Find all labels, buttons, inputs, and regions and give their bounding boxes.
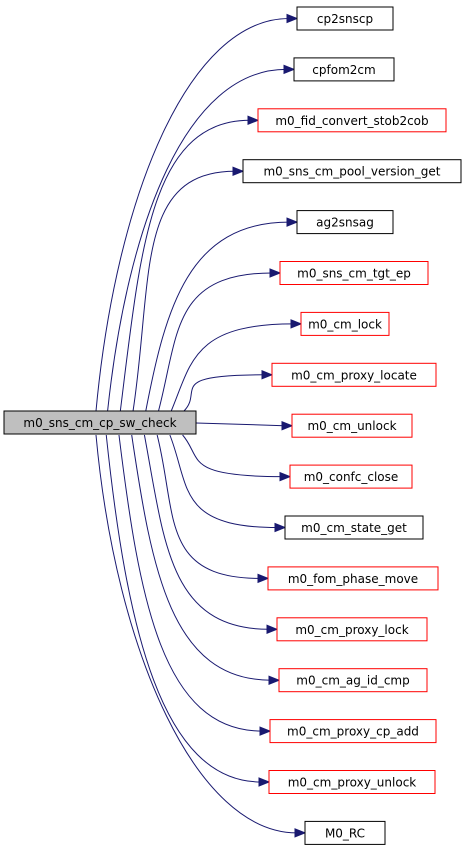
- source-function-label: m0_sns_cm_cp_sw_check: [23, 416, 176, 430]
- callee-node[interactable]: m0_cm_ag_id_cmp: [278, 668, 428, 693]
- call-edge: [145, 221, 290, 412]
- call-edge: [118, 434, 263, 732]
- callee-node[interactable]: cpfom2cm: [293, 57, 395, 82]
- callee-box: [291, 413, 413, 438]
- callee-node[interactable]: m0_cm_lock: [300, 311, 390, 336]
- arrowhead: [269, 268, 282, 278]
- callee-box: [276, 617, 428, 642]
- callee-label: m0_cm_state_get: [301, 521, 407, 535]
- callee-box: [293, 57, 395, 82]
- callee-label: m0_fid_convert_stob2cob: [275, 114, 428, 128]
- arrowhead: [266, 624, 279, 635]
- callee-label: m0_cm_proxy_unlock: [288, 776, 417, 790]
- arrowhead: [294, 828, 307, 838]
- callee-node[interactable]: m0_sns_cm_tgt_ep: [279, 261, 429, 285]
- callee-label: m0_cm_unlock: [307, 419, 396, 433]
- callee-box: [269, 719, 437, 744]
- callee-node[interactable]: m0_sns_cm_pool_version_get: [242, 159, 462, 184]
- callee-node[interactable]: m0_cm_proxy_locate: [271, 362, 437, 387]
- callee-label: cp2snscp: [317, 12, 373, 26]
- call-edges: [95, 13, 307, 838]
- callee-label: ag2snsag: [316, 216, 374, 230]
- call-edge: [183, 374, 265, 412]
- callee-box: [242, 159, 462, 184]
- callee-node[interactable]: m0_cm_proxy_unlock: [268, 770, 436, 794]
- call-edge: [131, 434, 272, 681]
- arrowhead: [268, 675, 281, 685]
- arrowhead: [283, 64, 296, 75]
- call-edge: [156, 434, 261, 579]
- arrowhead: [281, 420, 294, 431]
- call-edge: [195, 422, 285, 427]
- call-edge: [169, 434, 278, 528]
- callee-label: m0_confc_close: [304, 470, 399, 484]
- callee-label: m0_cm_proxy_lock: [295, 623, 408, 637]
- call-edge: [119, 119, 251, 412]
- arrowhead: [232, 166, 245, 176]
- callee-label: m0_sns_cm_tgt_ep: [297, 267, 411, 281]
- call-edge: [95, 434, 298, 834]
- arrowhead: [261, 370, 274, 380]
- callee-node[interactable]: M0_RC: [304, 820, 386, 845]
- arrowhead: [247, 115, 260, 126]
- callee-node[interactable]: m0_fid_convert_stob2cob: [257, 108, 447, 133]
- callee-label: m0_cm_ag_id_cmp: [296, 674, 409, 688]
- callee-label: m0_sns_cm_pool_version_get: [263, 165, 440, 179]
- arrowhead: [258, 777, 271, 787]
- callee-box: [296, 210, 394, 235]
- arrowhead: [286, 217, 299, 227]
- callee-box: [279, 261, 429, 285]
- source-function-box: [3, 410, 197, 435]
- callee-label: m0_fom_phase_move: [288, 572, 418, 586]
- callee-label: cpfom2cm: [312, 63, 375, 77]
- callee-box: [304, 820, 386, 845]
- callee-node[interactable]: m0_confc_close: [289, 464, 413, 489]
- callee-node[interactable]: m0_fom_phase_move: [267, 566, 439, 591]
- callee-box: [271, 362, 437, 387]
- arrowhead: [279, 471, 292, 482]
- call-edge: [107, 68, 287, 412]
- call-edge: [170, 323, 294, 412]
- arrowhead: [257, 573, 270, 584]
- callee-node[interactable]: cp2snscp: [296, 6, 394, 31]
- source-function-node[interactable]: m0_sns_cm_cp_sw_check: [3, 410, 197, 435]
- call-edge: [95, 18, 290, 412]
- arrowhead: [259, 726, 272, 736]
- callee-nodes: cp2snscp cpfom2cm m0_fid_convert_stob2cobm…: [242, 6, 462, 845]
- callee-box: [267, 566, 439, 591]
- call-edge: [132, 170, 236, 412]
- callee-box: [268, 770, 436, 794]
- arrowhead: [274, 522, 287, 533]
- call-edge: [143, 434, 270, 630]
- arrowhead: [286, 13, 299, 24]
- callee-box: [257, 108, 447, 133]
- callee-label: m0_cm_proxy_locate: [291, 368, 417, 382]
- callee-node[interactable]: m0_cm_proxy_lock: [276, 617, 428, 642]
- call-edge: [105, 434, 262, 783]
- callee-node[interactable]: m0_cm_state_get: [284, 515, 424, 540]
- callee-box: [300, 311, 390, 336]
- callee-node[interactable]: m0_cm_proxy_cp_add: [269, 719, 437, 744]
- callee-box: [289, 464, 413, 489]
- call-edge: [182, 434, 283, 478]
- arrowhead: [290, 319, 303, 329]
- call-edge: [158, 272, 273, 412]
- callee-node[interactable]: ag2snsag: [296, 210, 394, 235]
- callee-box: [278, 668, 428, 693]
- callee-box: [296, 6, 394, 31]
- callee-label: m0_cm_proxy_cp_add: [287, 725, 419, 739]
- callee-node[interactable]: m0_cm_unlock: [291, 413, 413, 438]
- callee-label: M0_RC: [325, 826, 365, 840]
- callee-label: m0_cm_lock: [308, 317, 382, 331]
- callee-box: [284, 515, 424, 540]
